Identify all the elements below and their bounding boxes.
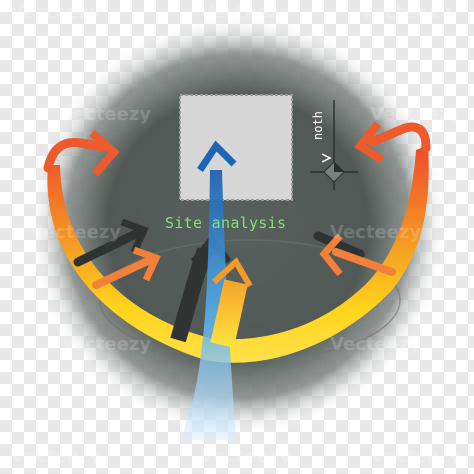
site-box: [179, 94, 293, 201]
diagram-title: Site analysis: [165, 214, 287, 232]
watermark: Vecteezy: [200, 2, 292, 23]
watermark: Vecteezy: [10, 446, 102, 467]
arrow-icon: [211, 257, 253, 288]
arrow-icon: [73, 227, 145, 267]
arrow-icon: [313, 231, 365, 259]
watermark: Vecteezy: [60, 104, 152, 125]
approach-beam: [180, 170, 236, 440]
watermark: Vecteezy: [200, 446, 292, 467]
arrow-icon: [120, 218, 149, 254]
arrow-icon: [89, 129, 120, 177]
dark-disc: [28, 16, 448, 436]
arrow-icon: [332, 248, 396, 276]
watermark: Vecteezy: [330, 334, 422, 355]
arrow-icon: [92, 256, 154, 289]
arrow-icon: [367, 122, 431, 153]
watermark: Vecteezy: [30, 222, 122, 243]
arrow-icon: [354, 121, 385, 164]
arrow-icon: [132, 246, 161, 282]
arrow-icon: [210, 279, 248, 348]
north-label: noth: [311, 111, 325, 140]
arrow-icon: [197, 140, 237, 172]
watermark: Vecteezy: [370, 104, 462, 125]
watermark: Vecteezy: [370, 446, 462, 467]
arrow-icon: [43, 137, 109, 173]
watermark: Vecteezy: [10, 2, 102, 23]
watermark: Vecteezy: [360, 2, 452, 23]
north-compass-icon: [310, 100, 358, 190]
watermark: Vecteezy: [60, 334, 152, 355]
watermark: Vecteezy: [330, 222, 422, 243]
arrow-icon: [319, 233, 343, 277]
